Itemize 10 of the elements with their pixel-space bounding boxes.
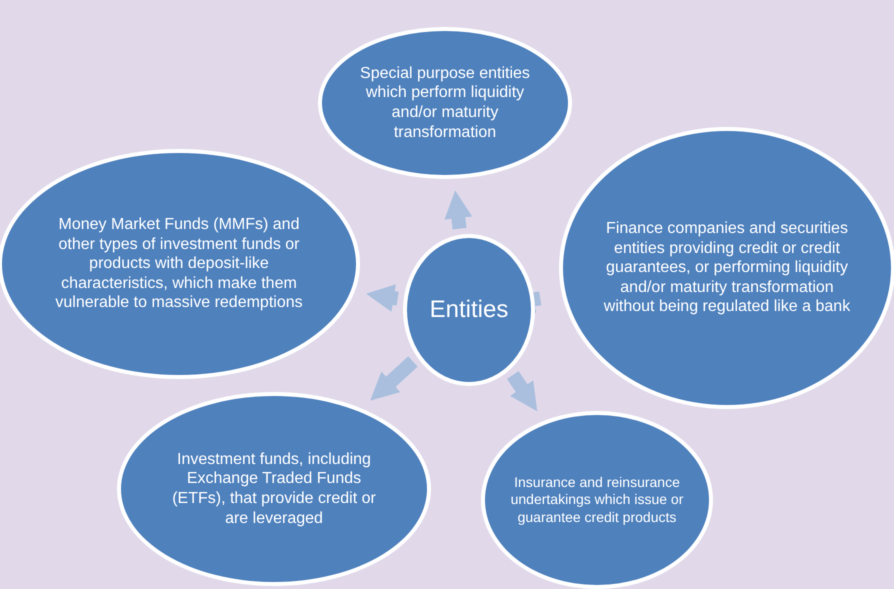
block-arrow — [444, 190, 472, 230]
block-arrow — [366, 284, 399, 312]
block-arrow — [370, 356, 418, 401]
node-text: Special purpose entities which perform liquidity and/or maturity transformation — [359, 64, 531, 142]
node-text: Insurance and reinsurance undertakings which issue or guarantee credit products — [510, 474, 684, 526]
node-text: Finance companies and securities entities providing credit or credit guarantees, or performing liquidity and/or maturity transformation without being regulated like a bank — [602, 219, 852, 317]
node-text: Entities — [430, 295, 508, 325]
node-text: Money Market Funds (MMFs) and other types of investment funds or products with deposit-like characteristics, which make them vulnerable to massive redemptions — [54, 215, 304, 313]
node-text: Investment funds, including Exchange Traded Funds (ETFs), that provide credit or are leveraged — [171, 450, 377, 528]
block-arrow — [507, 371, 538, 412]
